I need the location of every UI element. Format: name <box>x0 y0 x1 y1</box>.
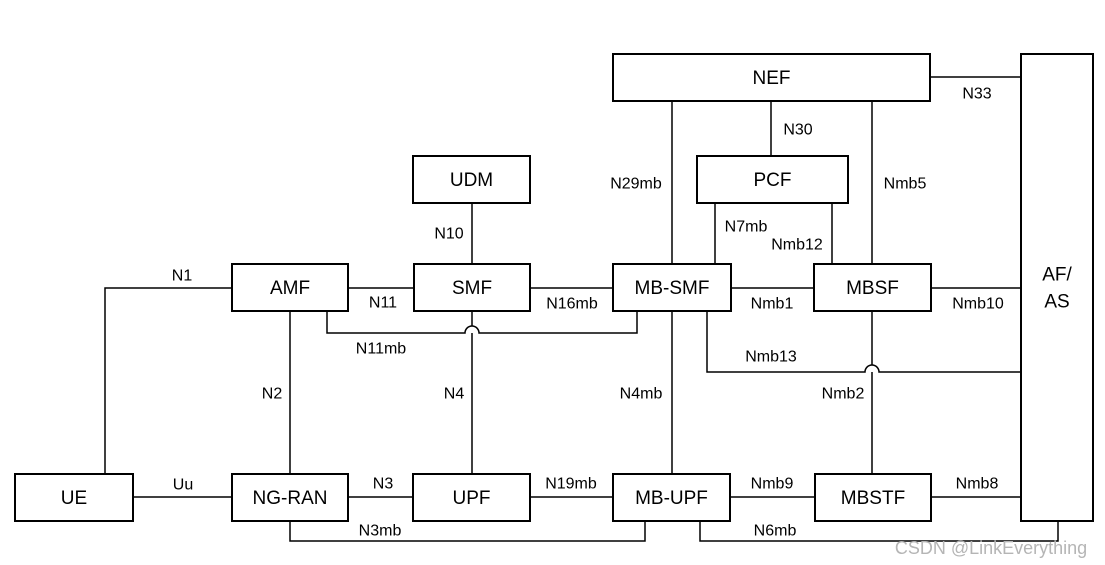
node-mbstf-label: MBSTF <box>841 488 905 509</box>
edge-label-n4mb: N4mb <box>620 386 663 403</box>
edge-label-nmb13: Nmb13 <box>745 349 797 366</box>
node-ng-ran-label: NG-RAN <box>253 488 328 509</box>
edge-label-nmb1: Nmb1 <box>751 296 794 313</box>
node-mbstf-box <box>814 473 932 522</box>
edge-nmb13 <box>706 311 1021 373</box>
edge-label-n33: N33 <box>962 86 991 103</box>
edge-n6mb <box>699 521 1059 542</box>
edge-label-n2: N2 <box>262 386 283 403</box>
node-upf-box <box>412 473 531 522</box>
node-mb-upf-box <box>612 473 731 522</box>
node-pcf-box <box>696 155 849 204</box>
edge-label-n4: N4 <box>444 386 465 403</box>
edge-label-n7mb: N7mb <box>725 219 768 236</box>
node-upf-label: UPF <box>453 488 491 509</box>
node-amf-box <box>231 263 349 312</box>
edge-n11mb <box>326 311 638 334</box>
edge-label-n11: N11 <box>369 295 397 312</box>
node-ue-label: UE <box>61 488 87 509</box>
edge-label-nmb12: Nmb12 <box>771 237 823 254</box>
watermark-text: CSDN @LinkEverything <box>895 538 1087 558</box>
node-af-as-label: AF/AS <box>1042 265 1072 313</box>
node-mbsf-box <box>813 263 932 312</box>
edge-label-nmb5: Nmb5 <box>884 176 927 193</box>
edge-label-n1: N1 <box>172 268 193 285</box>
edge-label-n3mb: N3mb <box>359 523 402 540</box>
edge-label-n29mb: N29mb <box>610 176 662 193</box>
node-smf-box <box>413 263 531 312</box>
edge-label-n16mb: N16mb <box>546 296 598 313</box>
edge-label-n10: N10 <box>434 226 463 243</box>
node-pcf-label: PCF <box>754 170 792 191</box>
node-udm-box <box>412 155 531 204</box>
node-udm-label: UDM <box>450 170 493 191</box>
edge-label-n11mb: N11mb <box>356 341 406 358</box>
node-amf-label: AMF <box>270 278 310 299</box>
node-smf-label: SMF <box>452 278 492 299</box>
node-mb-smf-box <box>612 263 732 312</box>
edge-label-nmb8: Nmb8 <box>956 476 999 493</box>
edge-label-nmb2: Nmb2 <box>822 386 865 403</box>
edge-label-n30: N30 <box>783 122 812 139</box>
node-mb-smf-label: MB-SMF <box>635 278 710 299</box>
edge-n3mb <box>289 521 646 542</box>
edge-label-n6mb: N6mb <box>754 523 797 540</box>
node-ue-box <box>14 473 134 522</box>
node-nef-box <box>612 53 931 102</box>
edge-label-n19mb: N19mb <box>545 476 597 493</box>
edge-label-nmb10: Nmb10 <box>952 296 1004 313</box>
edge-label-uu: Uu <box>173 477 193 494</box>
node-nef-label: NEF <box>753 68 791 89</box>
node-af-as-box <box>1020 53 1094 522</box>
node-ng-ran-box <box>231 473 349 522</box>
edge-n1 <box>104 287 232 474</box>
edge-label-n3: N3 <box>373 476 394 493</box>
node-mb-upf-label: MB-UPF <box>635 488 708 509</box>
node-mbsf-label: MBSF <box>846 278 899 299</box>
edge-label-nmb9: Nmb9 <box>751 476 794 493</box>
